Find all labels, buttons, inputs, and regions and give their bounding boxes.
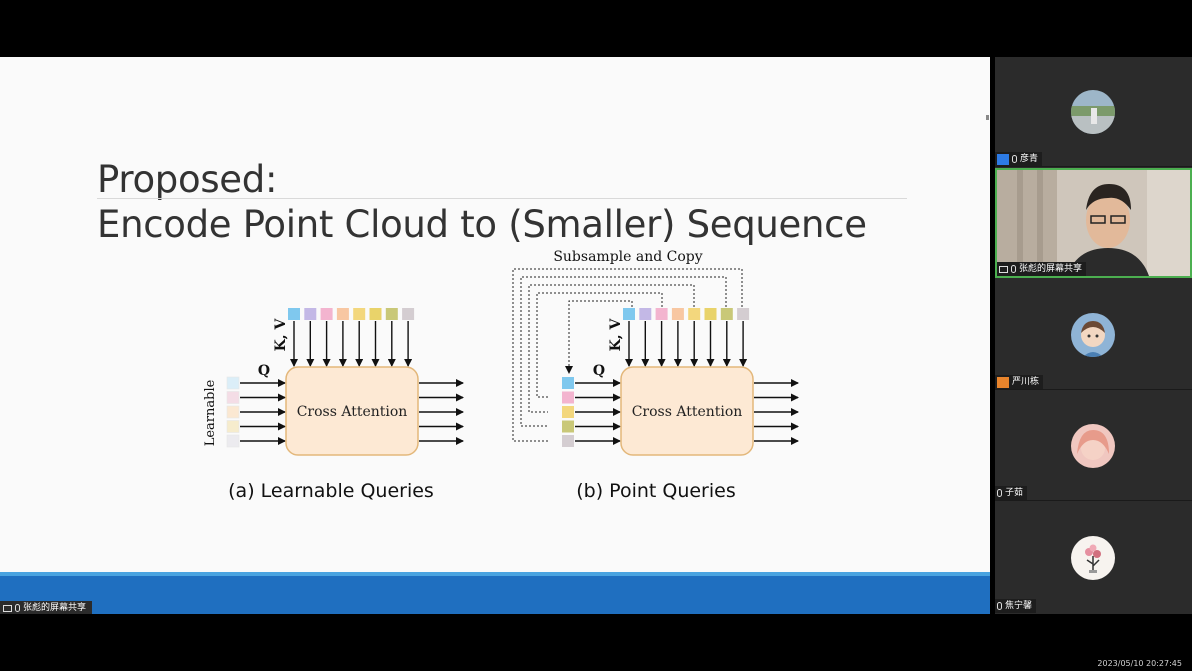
- screen-share-icon: [999, 265, 1008, 273]
- participant-tile[interactable]: 彦青: [995, 57, 1192, 167]
- left-caption: (a) Learnable Queries: [228, 480, 434, 502]
- left-output-arrows: [419, 379, 464, 445]
- kv-token: [320, 308, 333, 320]
- participant-panel: 彦青 张彪的屏幕共享: [995, 57, 1192, 614]
- screen-share-owner: 张彪的屏幕共享: [23, 603, 87, 613]
- query-token: [226, 434, 240, 448]
- slide-title-line2: Encode Point Cloud to (Smaller) Sequence: [97, 203, 867, 246]
- avatar: [1071, 424, 1115, 468]
- right-kv-arrows: [625, 321, 748, 367]
- participant-tile-active[interactable]: 张彪的屏幕共享: [995, 168, 1192, 278]
- query-token: [226, 420, 240, 433]
- mic-icon: [997, 602, 1002, 610]
- mic-icon: [1011, 265, 1016, 273]
- participant-name: 子茹: [1005, 488, 1024, 498]
- dotted-copy-path: [512, 268, 743, 442]
- point-query-tokens: [562, 377, 574, 447]
- kv-token: [623, 308, 635, 320]
- participant-name: 焦宁馨: [1005, 601, 1033, 611]
- participant-name: 严川栋: [1012, 377, 1040, 387]
- participant-video: [997, 170, 1190, 276]
- right-caption: (b) Point Queries: [576, 480, 736, 502]
- mic-icon: [997, 489, 1002, 497]
- participant-name-tag: 子茹: [995, 486, 1028, 500]
- right-q-label: Q: [593, 363, 605, 379]
- kv-token: [385, 308, 398, 320]
- participant-name-tag: 张彪的屏幕共享: [997, 262, 1087, 276]
- query-token: [226, 391, 240, 404]
- kv-token: [402, 308, 415, 320]
- avatar: [1071, 313, 1115, 357]
- left-kv-tokens: [288, 308, 415, 320]
- right-cross-attention-label: Cross Attention: [632, 404, 743, 420]
- dotted-copy-path: [520, 276, 727, 427]
- left-kv-label: K, V: [273, 317, 289, 351]
- title-divider: [97, 198, 907, 199]
- learnable-label: Learnable: [203, 379, 218, 446]
- query-token: [226, 405, 240, 419]
- mic-icon: [1012, 155, 1017, 163]
- screen-share-label: 张彪的屏幕共享: [0, 601, 93, 614]
- participant-name: 张彪的屏幕共享: [1019, 264, 1083, 274]
- right-kv-label: K, V: [608, 317, 624, 351]
- participant-name: 彦青: [1020, 154, 1039, 164]
- query-token: [562, 406, 574, 418]
- participant-name-tag: 严川栋: [995, 375, 1044, 389]
- query-token: [226, 376, 240, 390]
- right-kv-tokens: [623, 308, 750, 320]
- slide-footer-bar: [0, 572, 990, 614]
- right-cross-attention-block: [620, 366, 754, 456]
- subsample-copy-label: Subsample and Copy: [553, 249, 702, 265]
- learnable-queries-diagram: K, V Q Learnable Cross Attention (a) Lea…: [203, 308, 464, 502]
- user-badge-icon: [997, 376, 1009, 388]
- recording-timestamp: 2023/05/10 20:27:45: [1097, 659, 1182, 668]
- scroll-handle[interactable]: [986, 115, 989, 120]
- slide-title: Proposed: Encode Point Cloud to (Smaller…: [97, 157, 867, 247]
- point-queries-diagram: Subsample and Copy K, V Q Cross Attentio…: [512, 249, 799, 502]
- participant-tile[interactable]: 焦宁馨: [995, 503, 1192, 613]
- right-output-arrows: [754, 379, 799, 445]
- kv-token: [369, 308, 382, 320]
- slide-title-line1: Proposed:: [97, 158, 278, 201]
- dotted-copy-path: [565, 300, 633, 374]
- host-badge-icon: [997, 153, 1009, 165]
- dotted-copy-path: [528, 284, 695, 413]
- left-cross-attention-block: [285, 366, 419, 456]
- subsample-copy-dotted-paths: [512, 268, 743, 442]
- avatar: [1071, 90, 1115, 134]
- figure-diagram: K, V Q Learnable Cross Attention (a) Lea…: [203, 249, 799, 502]
- query-token: [562, 377, 574, 389]
- dotted-copy-path: [536, 292, 663, 398]
- kv-token: [720, 308, 733, 320]
- participant-name-tag: 彦青: [995, 152, 1043, 166]
- kv-token: [655, 308, 668, 320]
- kv-token: [288, 308, 300, 320]
- left-query-arrows: [240, 379, 286, 445]
- right-query-arrows: [575, 379, 621, 445]
- participant-name-tag: 焦宁馨: [995, 599, 1037, 613]
- participant-tile[interactable]: 严川栋: [995, 280, 1192, 390]
- mic-icon: [15, 604, 20, 612]
- kv-token: [353, 308, 366, 320]
- left-kv-arrows: [290, 321, 413, 367]
- kv-token: [304, 308, 317, 320]
- kv-token: [737, 308, 750, 320]
- participant-tile[interactable]: 子茹: [995, 391, 1192, 501]
- kv-token: [639, 308, 652, 320]
- screen-share-icon: [3, 604, 12, 612]
- query-token: [562, 435, 574, 447]
- left-cross-attention-label: Cross Attention: [297, 404, 408, 420]
- kv-token: [336, 308, 349, 320]
- query-token: [562, 391, 574, 404]
- shared-screen: Proposed: Encode Point Cloud to (Smaller…: [0, 57, 990, 614]
- kv-token: [688, 308, 701, 320]
- kv-token: [671, 308, 684, 320]
- learnable-query-tokens: [226, 376, 240, 448]
- query-token: [562, 420, 574, 433]
- avatar: [1071, 536, 1115, 580]
- left-q-label: Q: [258, 363, 270, 379]
- kv-token: [704, 308, 717, 320]
